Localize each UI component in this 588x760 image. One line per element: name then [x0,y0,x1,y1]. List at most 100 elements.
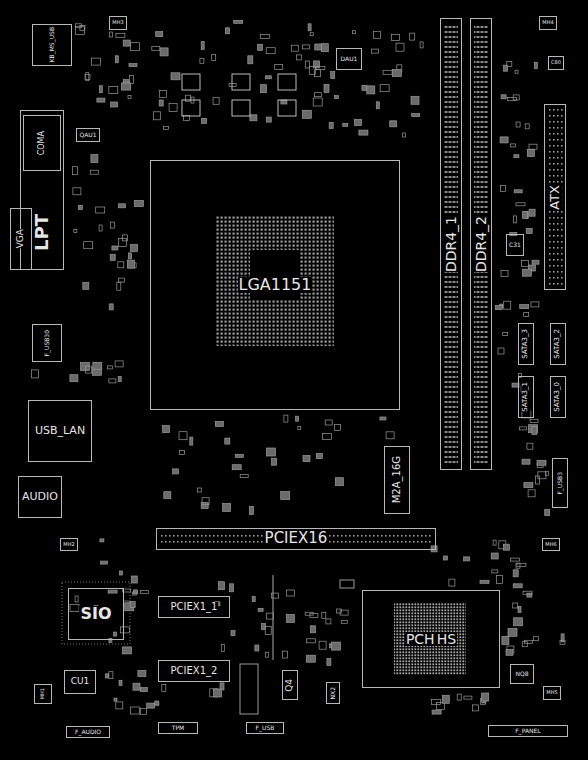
part-label: DDR4_1 [443,216,460,272]
smd-part [516,203,525,206]
smd-part [84,242,93,249]
smd-part [380,85,389,92]
smd-part [493,540,496,545]
smd-part [140,688,147,692]
component-outline [340,580,354,588]
smd-part [202,498,209,505]
smd-part [129,64,137,67]
smd-part [226,28,230,34]
smd-part [527,443,533,449]
part-label: PCIEX1_2 [170,666,219,677]
smd-part [128,260,135,268]
smd-part [260,34,269,38]
smd-part [367,86,375,94]
component-outline [240,664,258,714]
smd-part [332,642,341,650]
smd-part [511,558,520,561]
part-label: MH3 [111,20,124,25]
smd-part [319,641,326,649]
smd-part [508,628,517,636]
part-label: F_USB30 [43,330,51,356]
smd-part [353,31,356,34]
smd-part [527,150,534,157]
smd-part [179,432,187,440]
smd-part [73,188,81,195]
smd-part [261,85,267,93]
smd-part [131,707,140,714]
part-label: DDR4_2 [473,216,490,272]
chip-box: NX2 [326,682,340,704]
smd-part [513,603,518,608]
chip-box: SIO [68,588,124,640]
smd-part [80,26,85,31]
smd-part [214,689,222,697]
smd-part [386,432,394,439]
smd-part [108,590,117,593]
smd-part [513,570,518,577]
part-label: KB_MS_USB [48,27,56,62]
smd-part [154,112,161,120]
smd-part [432,710,441,714]
smd-part [105,674,108,678]
smd-part [503,333,508,336]
smd-part [535,476,539,484]
smd-part [159,100,163,106]
smd-part [91,155,98,163]
smd-part [522,411,531,418]
smd-part [70,375,78,382]
smd-part [324,85,329,93]
smd-part [119,239,127,247]
smd-part [248,56,253,64]
smd-part [313,98,322,106]
header-box: F_PANEL [488,725,568,737]
smd-part [516,122,520,127]
smd-part [201,42,204,50]
smd-part [521,260,528,266]
smd-part [495,306,502,310]
part-label: SATA3_2 [553,329,562,359]
connector-pins [548,108,564,286]
smd-part [431,546,437,552]
smd-part [223,503,231,511]
smd-part [86,366,92,373]
smd-part [272,593,279,598]
smd-part [231,631,235,636]
chip-box: DAU1 [336,48,362,70]
smd-part [310,33,313,36]
sata-port: SATA3_1 [518,376,534,418]
smd-part [482,693,489,701]
smd-part [266,48,275,54]
smd-part [128,96,131,99]
smd-part [327,659,331,666]
mount-hole: MH4 [539,16,556,30]
smd-part [514,155,519,158]
chip-box: C31 [506,234,524,256]
smd-part [101,561,108,564]
smd-part [308,24,311,31]
part-label: F_USB3 [556,472,564,495]
pcie-slot: PCIEX1_2 [158,660,230,682]
part-label: SIO [79,606,112,623]
smd-part [118,262,124,268]
part-label: M2A_16G [391,456,404,503]
smd-part [250,507,254,515]
smd-part [147,703,155,708]
smd-part [265,76,271,79]
smd-part [492,570,498,573]
smd-part [496,576,502,584]
smd-part [534,63,537,69]
smd-part [118,204,125,208]
smd-part [275,64,283,69]
part-label: C80 [550,60,562,65]
part-label: VGA [15,229,26,248]
connector-box: AUDIO [18,476,62,518]
smd-part [560,640,565,644]
smd-part [325,420,332,425]
smd-part [520,305,529,309]
smd-part [343,123,348,126]
smd-part [527,593,532,597]
smd-part [473,705,479,711]
mount-hole: MH3 [109,16,126,30]
smd-part [561,634,564,642]
smd-part [160,48,168,56]
